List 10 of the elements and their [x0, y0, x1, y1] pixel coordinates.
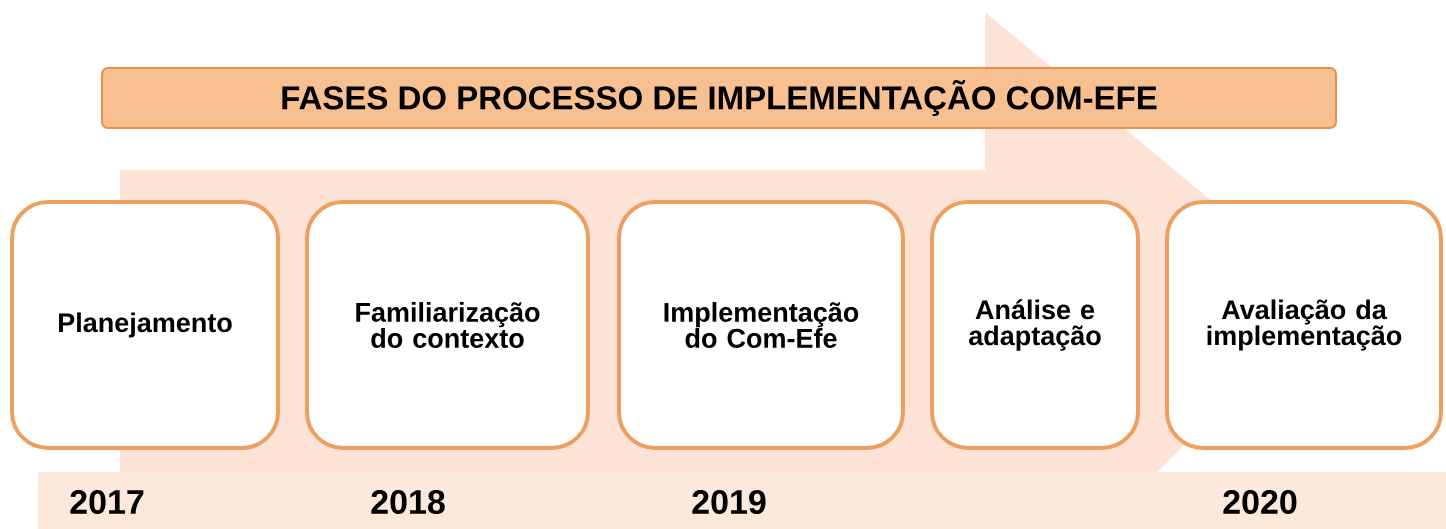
year-label: 2017 [70, 489, 144, 515]
phase-box: Implementação do Com-Efe [617, 200, 905, 450]
phase-box: Planejamento [10, 200, 280, 450]
year-label: 2020 [1223, 489, 1297, 515]
phase-box: Análise e adaptação [930, 200, 1140, 450]
year-label: 2019 [692, 489, 766, 515]
year-label: 2018 [371, 489, 445, 515]
phase-box: Avaliação da implementação [1165, 200, 1443, 450]
title-box: FASES DO PROCESSO DE IMPLEMENTAÇÃO COM-EFE [101, 67, 1337, 129]
phase-box: Familiarização do contexto [305, 200, 590, 450]
